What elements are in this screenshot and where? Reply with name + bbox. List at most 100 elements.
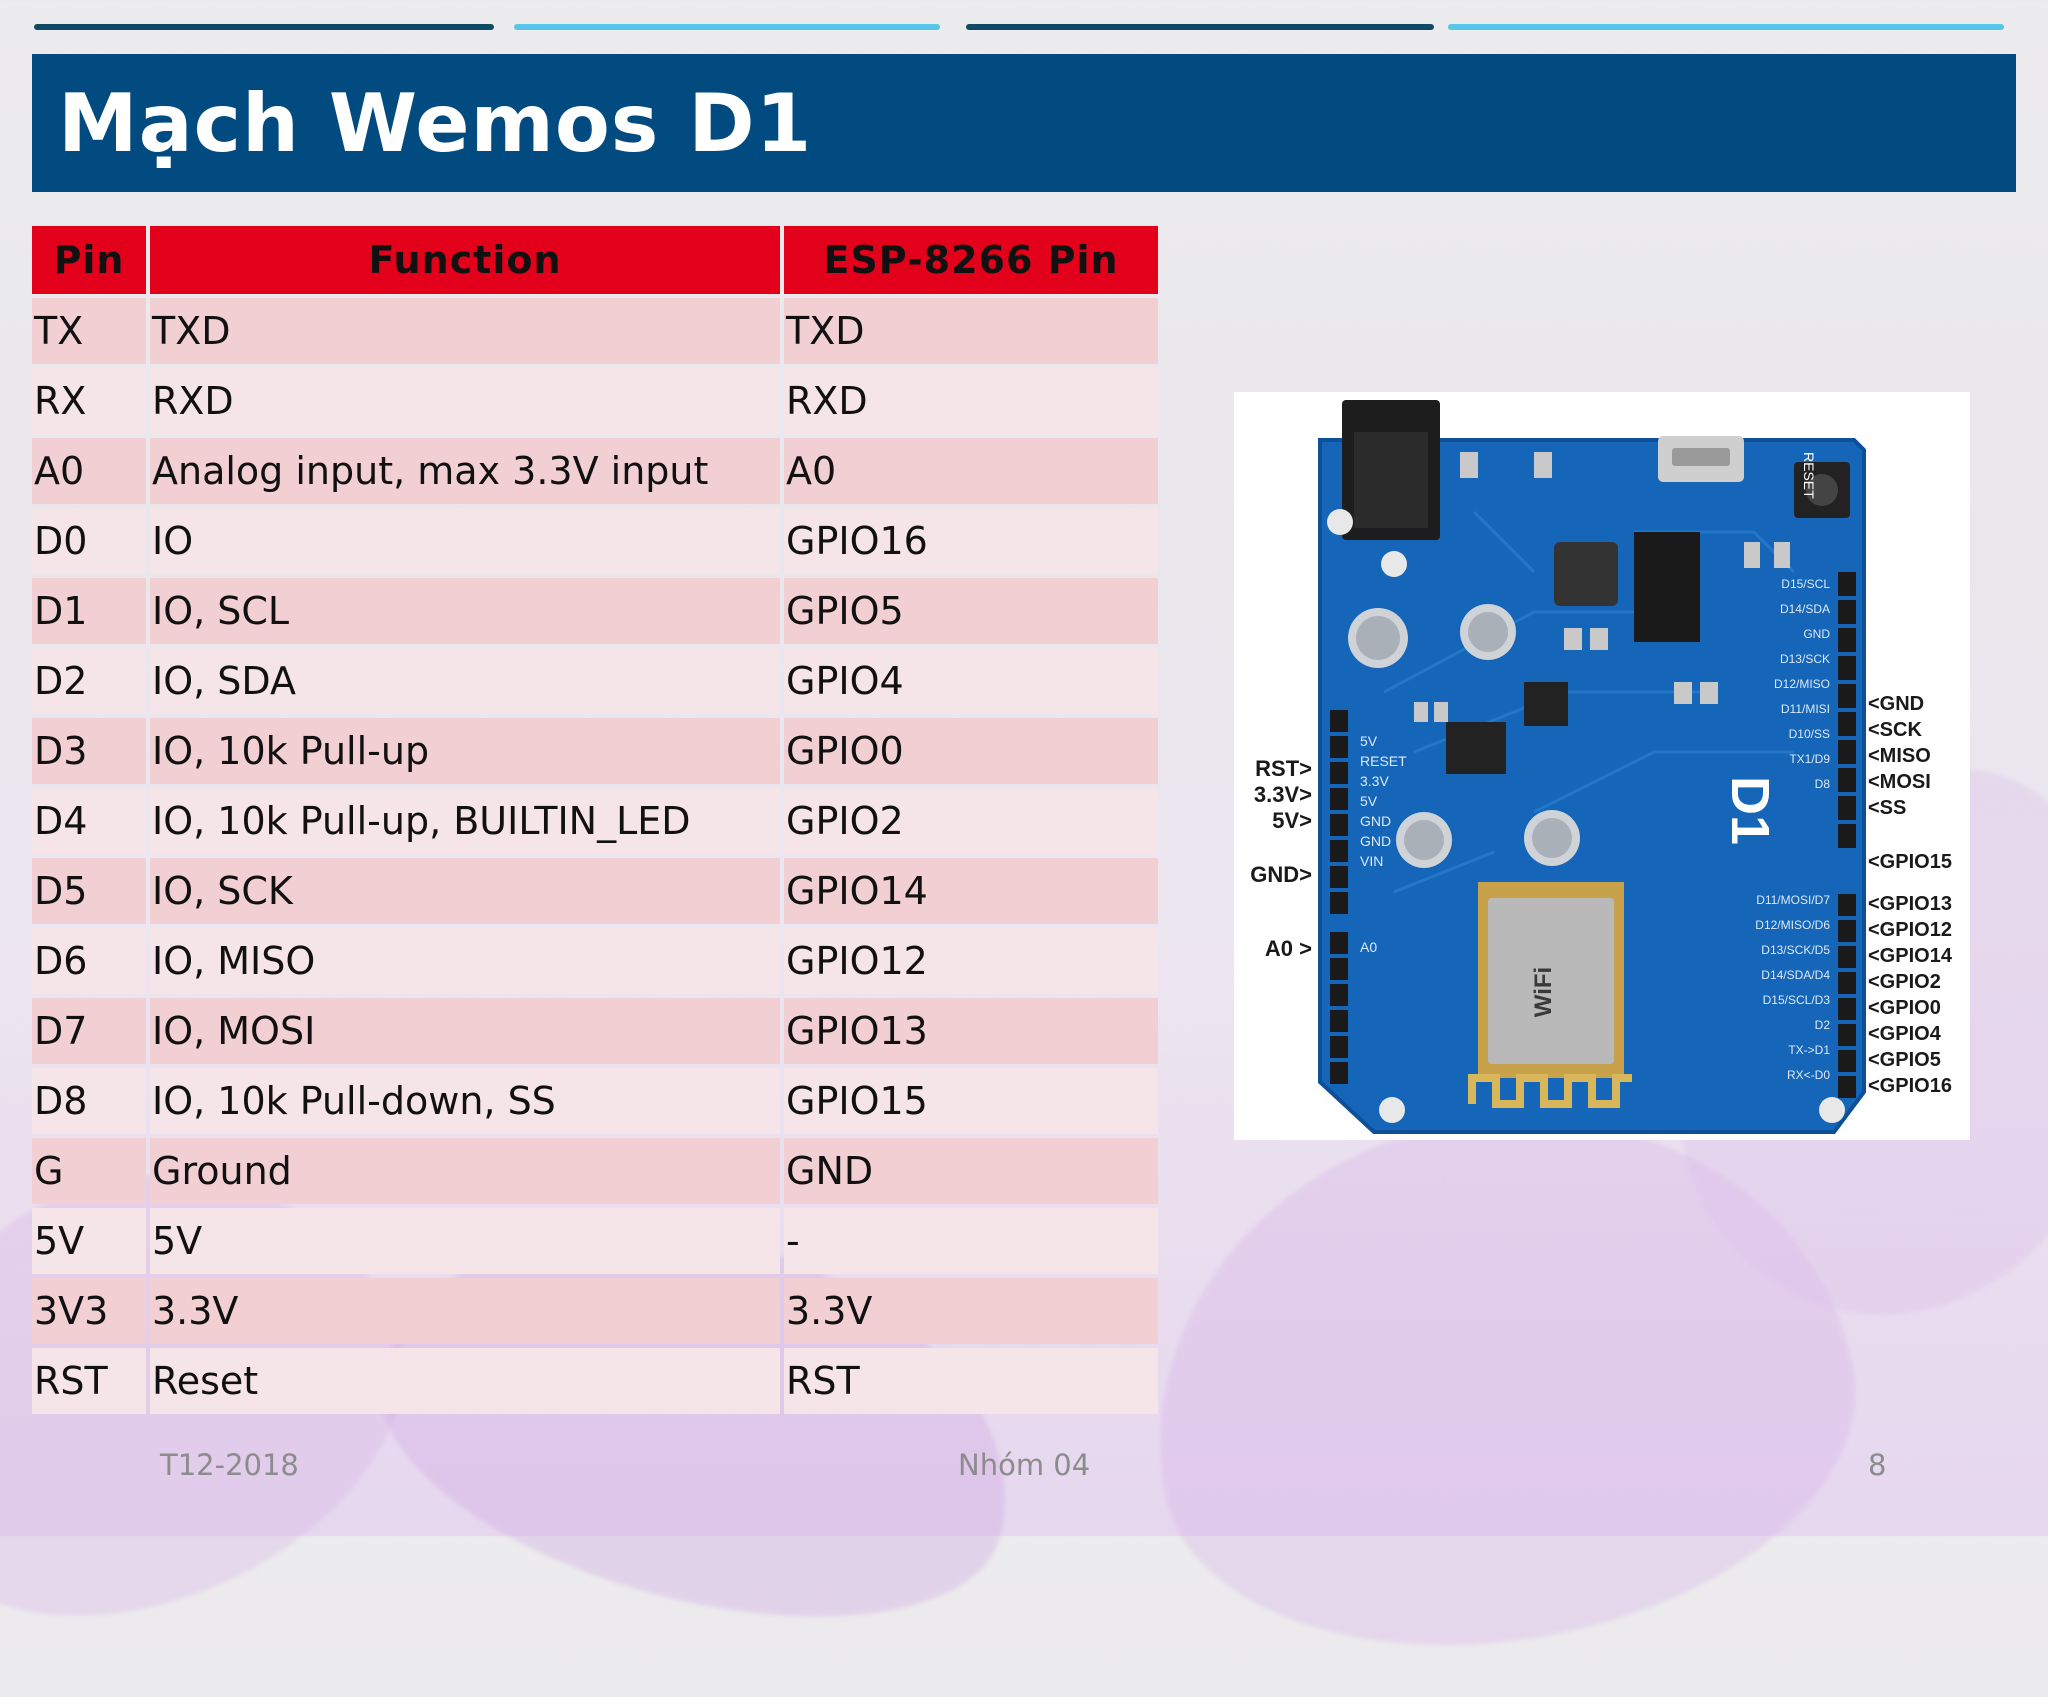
pin-label: <GPIO12 — [1868, 919, 1952, 941]
pin-label: <SS — [1868, 797, 1906, 819]
header-pin — [1330, 788, 1348, 810]
silk-right-labels: D15/SCLD14/SDAGNDD13/SCKD12/MISOD11/MISI… — [1755, 577, 1830, 1082]
cell-pin: 3V3 — [32, 1278, 146, 1344]
cell-function: RXD — [150, 368, 780, 434]
slide-title: Mạch Wemos D1 — [58, 76, 813, 170]
cell-esp-pin: GPIO4 — [784, 648, 1158, 714]
cell-esp-pin: GND — [784, 1138, 1158, 1204]
cell-esp-pin: RXD — [784, 368, 1158, 434]
mounting-hole — [1327, 509, 1353, 535]
cell-pin: RX — [32, 368, 146, 434]
pin-label: <GPIO15 — [1868, 851, 1952, 873]
mounting-hole — [1381, 551, 1407, 577]
cell-pin: D1 — [32, 578, 146, 644]
silk-label: GND — [1803, 627, 1830, 641]
header-pin — [1838, 600, 1856, 624]
pin-label: <GPIO0 — [1868, 997, 1941, 1019]
cell-pin: A0 — [32, 438, 146, 504]
cell-function: IO, MISO — [150, 928, 780, 994]
cell-pin: D8 — [32, 1068, 146, 1134]
header-pin — [1838, 894, 1856, 916]
column-header-esp-pin: ESP-8266 Pin — [784, 226, 1158, 294]
silk-label: 5V — [1360, 793, 1378, 809]
pin-label: <MOSI — [1868, 771, 1931, 793]
pin-label: <GPIO4 — [1868, 1023, 1942, 1045]
right-header — [1838, 572, 1856, 1098]
cell-pin: D3 — [32, 718, 146, 784]
silk-label: D8 — [1815, 777, 1831, 791]
cell-pin: D6 — [32, 928, 146, 994]
header-pin — [1330, 814, 1348, 836]
cell-function: 3.3V — [150, 1278, 780, 1344]
header-pin — [1838, 1076, 1856, 1098]
regulator — [1446, 722, 1506, 774]
header-pin — [1330, 762, 1348, 784]
header-pin — [1330, 1062, 1348, 1084]
header-pin — [1330, 1010, 1348, 1032]
mounting-hole — [1379, 1097, 1405, 1123]
reset-button-icon — [1794, 462, 1850, 518]
pin-label: <GPIO2 — [1868, 971, 1941, 993]
silk-label: D15/SCL — [1781, 577, 1830, 591]
header-pin — [1330, 984, 1348, 1006]
header-pin — [1838, 920, 1856, 942]
header-pin — [1330, 892, 1348, 914]
column-header-pin: Pin — [32, 226, 146, 294]
cell-esp-pin: TXD — [784, 298, 1158, 364]
silk-label: 5V — [1360, 733, 1378, 749]
inductor — [1554, 542, 1618, 606]
capacitor-icon — [1396, 812, 1452, 868]
silk-label: D10/SS — [1789, 727, 1830, 741]
cell-esp-pin: - — [784, 1208, 1158, 1274]
accent-line — [966, 24, 1434, 30]
silk-label: 3.3V — [1360, 773, 1389, 789]
pcb-outline — [1318, 438, 1866, 1134]
cell-pin: D5 — [32, 858, 146, 924]
footer-date: T12-2018 — [160, 1448, 299, 1482]
header-pin — [1838, 824, 1856, 848]
cell-esp-pin: 3.3V — [784, 1278, 1158, 1344]
silk-label: RX<-D0 — [1787, 1068, 1830, 1082]
dc-jack-icon — [1342, 400, 1440, 540]
cell-esp-pin: GPIO12 — [784, 928, 1158, 994]
silk-label: D11/MISI — [1781, 702, 1830, 716]
capacitor-icon — [1460, 604, 1516, 660]
silk-label: D12/MISO/D6 — [1755, 918, 1830, 932]
accent-line — [34, 24, 494, 30]
cell-function: IO, SCK — [150, 858, 780, 924]
header-pin — [1330, 958, 1348, 980]
pin-label: <GPIO13 — [1868, 893, 1952, 915]
chip — [1524, 682, 1568, 726]
header-pin — [1838, 572, 1856, 596]
esp8266-module-icon: WiFi — [1468, 882, 1632, 1108]
silk-label: D13/SCK/D5 — [1761, 943, 1830, 957]
silk-label: RESET — [1360, 753, 1407, 769]
chip — [1634, 532, 1700, 642]
cell-esp-pin: GPIO13 — [784, 998, 1158, 1064]
silk-label: D11/MOSI/D7 — [1756, 893, 1830, 907]
cell-esp-pin: RST — [784, 1348, 1158, 1414]
header-pin — [1838, 768, 1856, 792]
header-pin — [1838, 796, 1856, 820]
cell-esp-pin: GPIO16 — [784, 508, 1158, 574]
silk-label: TX1/D9 — [1789, 752, 1830, 766]
silk-label: D13/SCK — [1780, 652, 1830, 666]
silk-label: D14/SDA/D4 — [1761, 968, 1830, 982]
left-pin-labels: RST>3.3V>5V>GND>A0 > — [1250, 756, 1312, 961]
header-pin — [1838, 1050, 1856, 1072]
cell-esp-pin: GPIO0 — [784, 718, 1158, 784]
right-pin-labels: <GND<SCK<MISO<MOSI<SS<GPIO15<GPIO13<GPIO… — [1868, 693, 1953, 1097]
header-pin — [1330, 866, 1348, 888]
reset-silk-label: RESET — [1801, 452, 1817, 499]
pin-label: 5V> — [1272, 808, 1312, 833]
pin-label: <GPIO16 — [1868, 1075, 1952, 1097]
